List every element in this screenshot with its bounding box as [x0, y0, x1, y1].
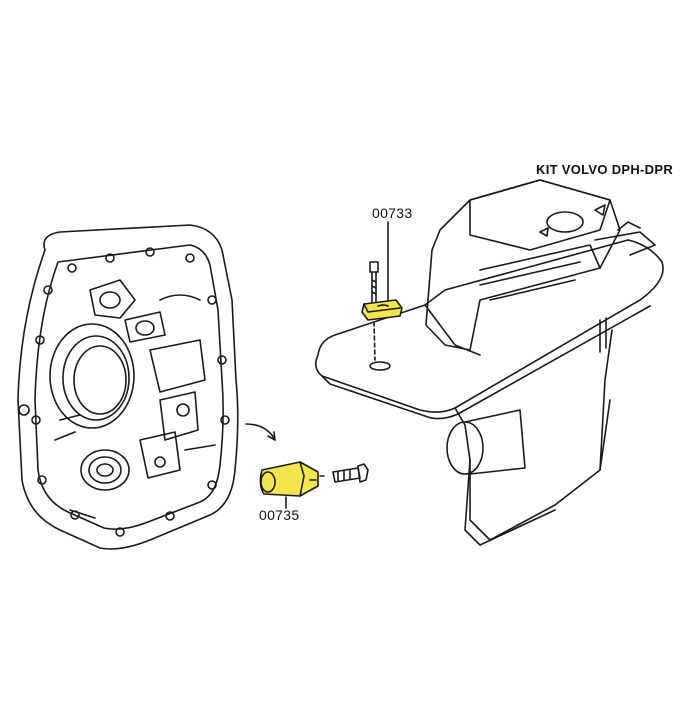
diagram-title: KIT VOLVO DPH-DPR	[536, 162, 674, 177]
part-label-00735: 00735	[259, 507, 300, 523]
gear-housing-cover	[17, 224, 239, 550]
part-00733-assembly	[369, 221, 389, 361]
anode-00735	[259, 461, 319, 497]
screw-00735	[285, 463, 369, 509]
curved-arrow-icon	[245, 423, 276, 441]
outdrive-lower-unit	[314, 179, 664, 546]
anode-00733	[361, 299, 403, 321]
part-label-00733: 00733	[372, 205, 413, 221]
